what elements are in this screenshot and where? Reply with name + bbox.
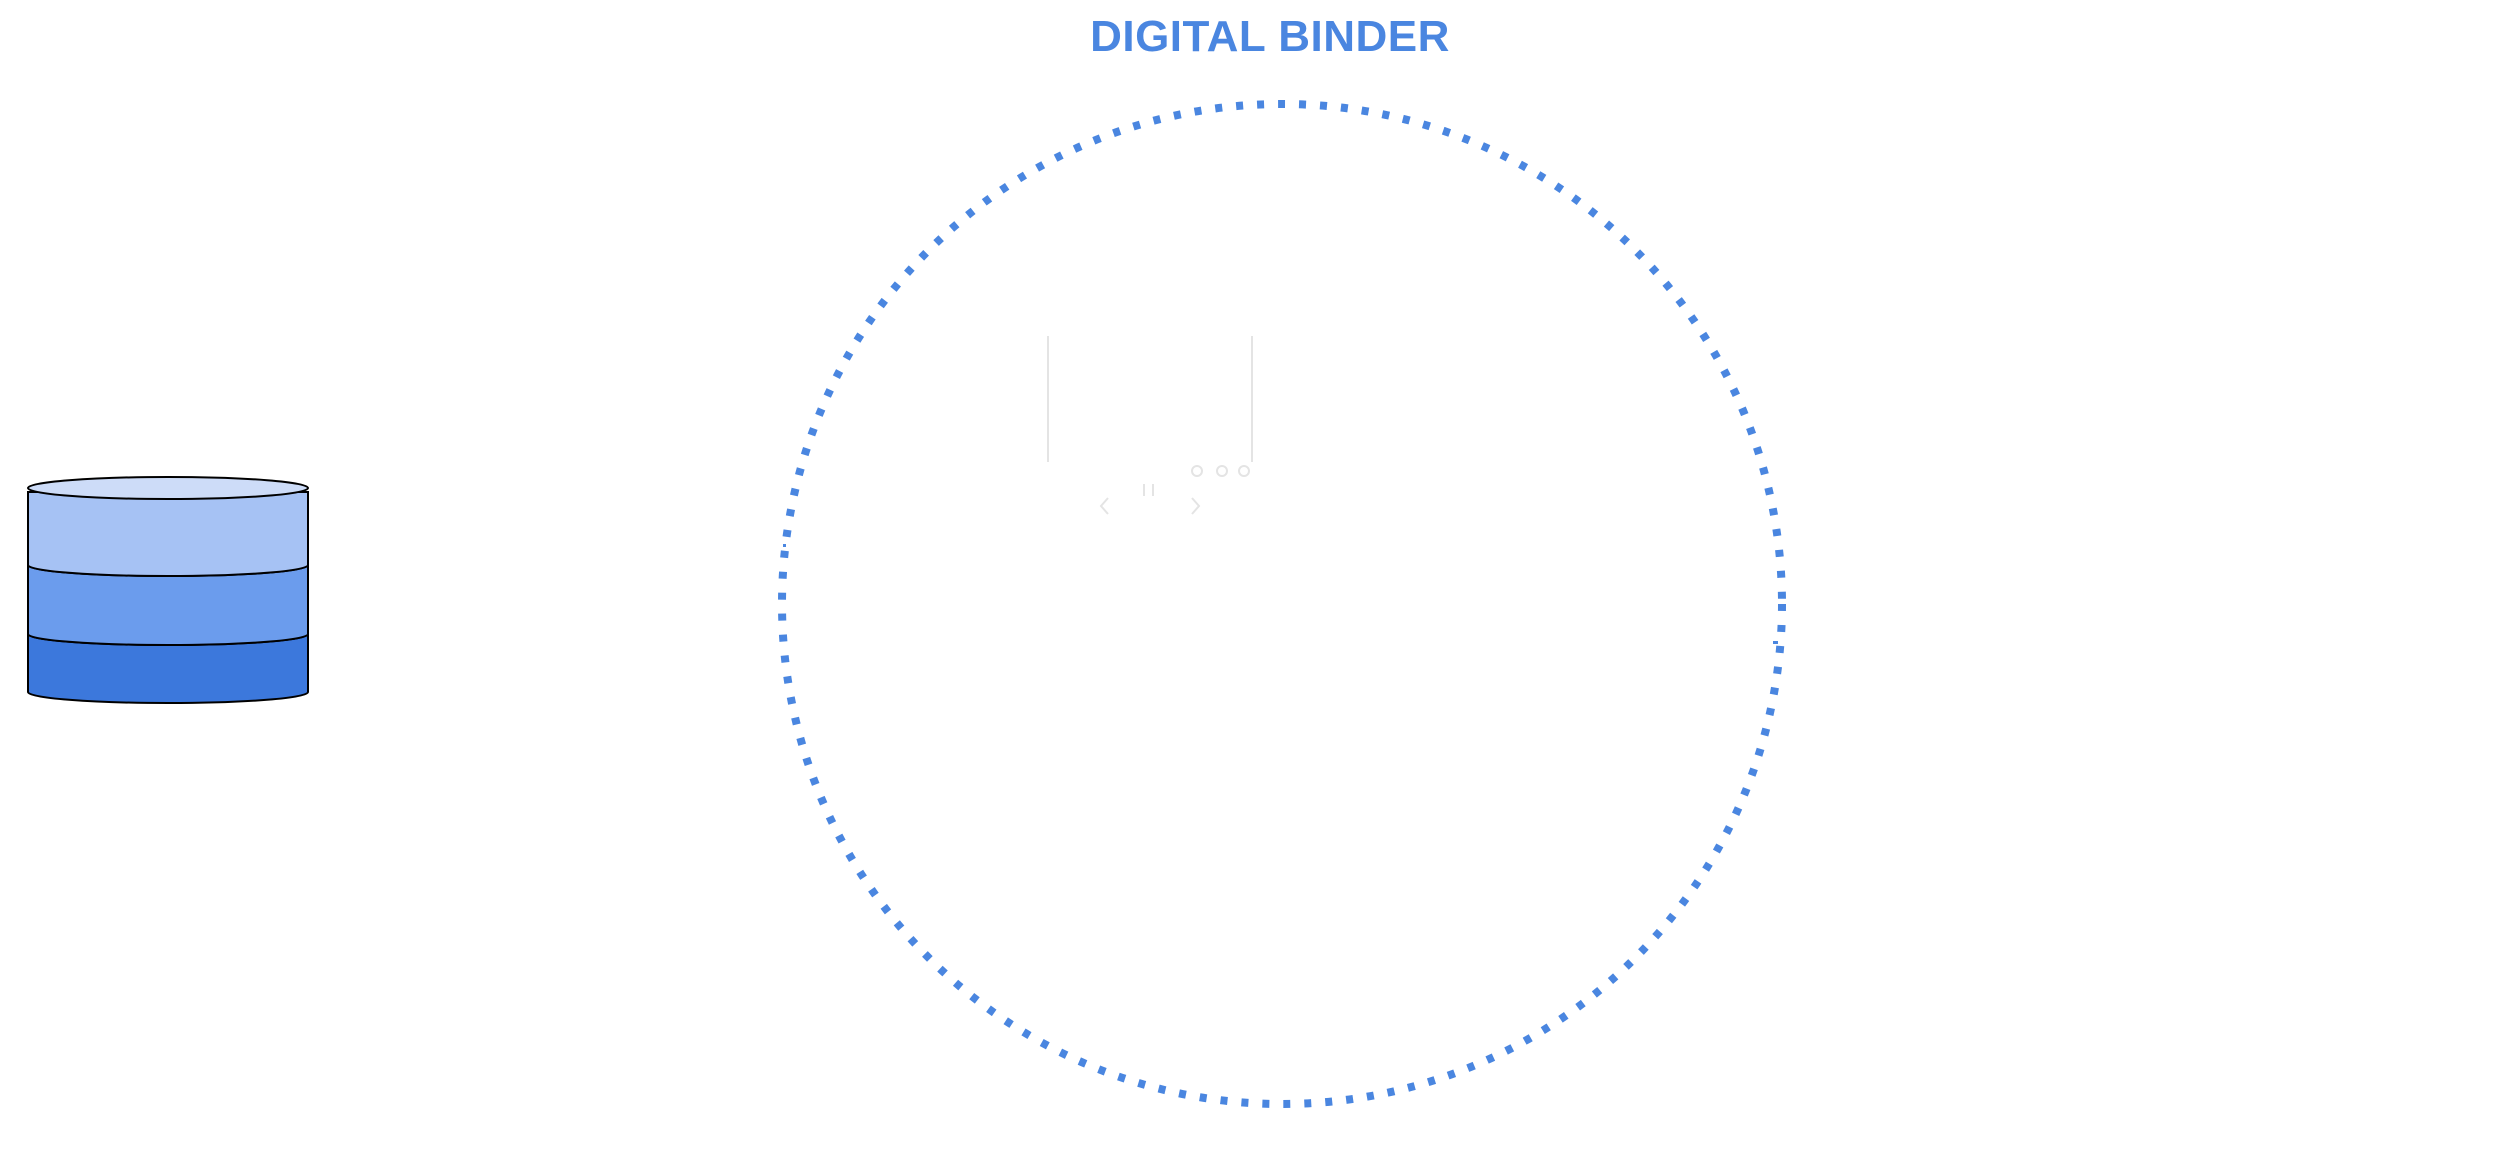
browser-window-icon xyxy=(1047,336,1253,515)
dotted-circle-ring xyxy=(778,100,1786,1108)
diagram-title: DIGITAL BINDER xyxy=(1090,12,1450,61)
database-top-cap xyxy=(27,476,309,500)
ring-edge-marks xyxy=(783,544,1778,644)
database-layer-top xyxy=(27,491,309,577)
database-icon xyxy=(27,476,309,704)
